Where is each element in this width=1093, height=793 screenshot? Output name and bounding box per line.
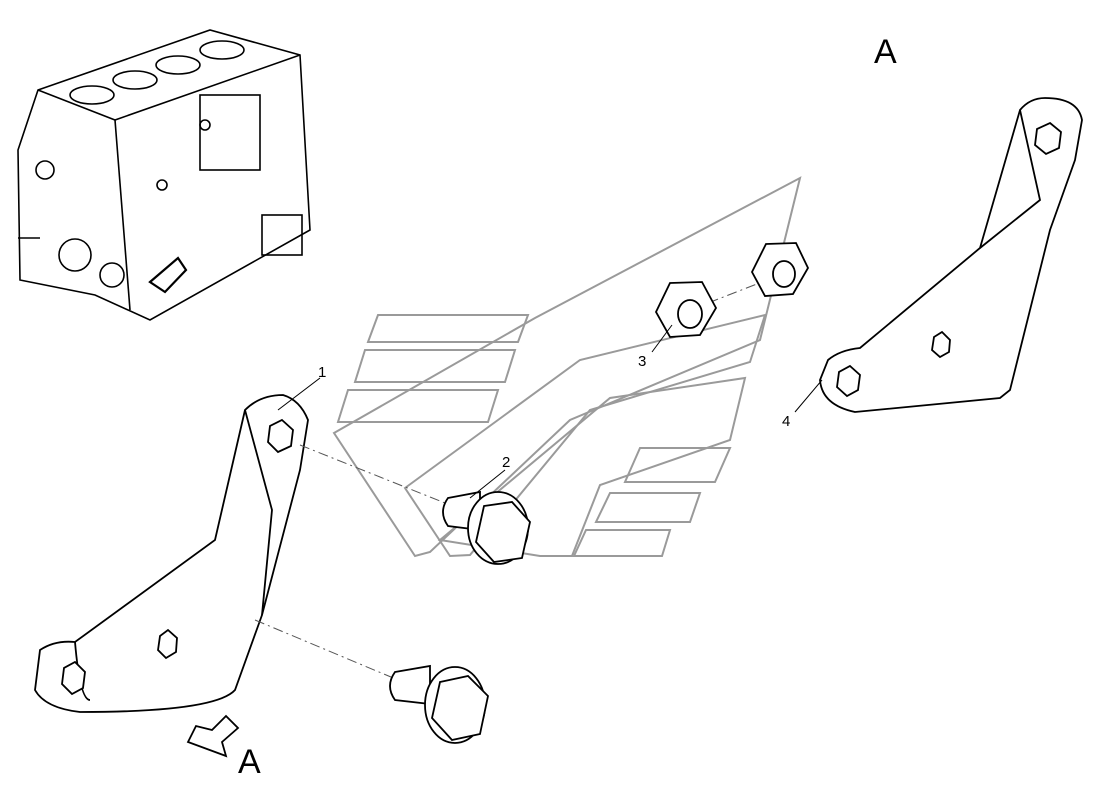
assembly-lines: [254, 274, 781, 686]
callout-4: 4: [782, 413, 790, 430]
callout-1: 1: [318, 364, 326, 381]
bracket-1-upper-hole: [267, 418, 294, 454]
bracket-1-lower-hole: [157, 628, 178, 660]
view-arrow-label: A: [238, 743, 261, 781]
bolt-2: [442, 469, 531, 565]
bracket-4: [794, 97, 1083, 413]
view-arrow-icon: [186, 714, 240, 758]
callout-3: 3: [638, 353, 646, 370]
nut-second: [750, 242, 810, 297]
bracket-1-end-hole: [61, 660, 86, 696]
nut-3: [651, 281, 718, 353]
bracket-4-end-hole: [836, 364, 861, 398]
bracket-4-upper-hole: [1034, 121, 1062, 156]
bracket-4-lower-hole: [931, 330, 951, 359]
view-arrow-a: A: [186, 714, 261, 781]
engine-block-illustration: [17, 29, 311, 321]
bracket-1: [34, 377, 321, 713]
watermark-logo: [332, 176, 802, 558]
view-label: A: [874, 33, 897, 71]
callout-2: 2: [502, 454, 510, 471]
bolt-lower: [389, 664, 489, 744]
